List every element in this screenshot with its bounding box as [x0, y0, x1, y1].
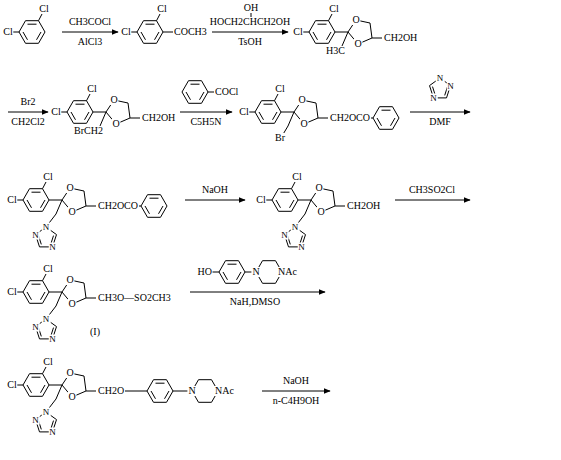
phenol-piperazine [210, 261, 282, 284]
reagent-label: HOCH2CHCH2OH [209, 17, 292, 27]
mesylate [17, 274, 96, 339]
triazole-benzoate [17, 182, 167, 247]
atom-label: NAc [277, 267, 298, 277]
atom-label: Cl [42, 357, 53, 367]
atom-label: Cl [42, 264, 53, 274]
compound-number: (I) [89, 327, 101, 337]
atom-label: O [65, 183, 74, 193]
benzoate [249, 94, 399, 136]
atom-label: CH2OCO [329, 113, 371, 123]
atom-label: O [67, 299, 76, 309]
atom-label: Cl [6, 287, 17, 297]
atom-label: CH2OH [346, 201, 381, 211]
atom-label: CH2OCO [97, 201, 139, 211]
reagent-label: Br2 [20, 97, 37, 107]
atom-label: N [251, 267, 260, 277]
atom-label: CH2OH [383, 33, 418, 43]
atom-label: O [299, 119, 308, 129]
reagent-label: NaOH [201, 185, 229, 195]
atom-label: COCH3 [173, 27, 208, 37]
atom-label: N [48, 427, 57, 436]
atom-label: Cl [86, 84, 97, 94]
atom-label: Cl [50, 107, 61, 117]
atom-label: Cl [6, 195, 17, 205]
atom-label: O [65, 368, 74, 378]
atom-label: Cl [120, 27, 131, 37]
atom-label: N [48, 242, 57, 251]
bromo-ketal [61, 94, 140, 126]
reagent-label: CH3COCl [68, 17, 112, 27]
reaction-arrows [8, 32, 470, 391]
atom-label: Cl [274, 84, 285, 94]
atom-label: CH2OH [141, 113, 176, 123]
ketal [303, 14, 382, 46]
product [17, 367, 218, 432]
reagent-label: NaOH [282, 376, 310, 386]
reagent-label: COCl [214, 87, 239, 97]
atom-label: O [316, 207, 325, 217]
reagent-label: NaH,DMSO [229, 297, 281, 307]
atom-label: N [31, 230, 40, 239]
atom-label: Cl [6, 380, 17, 390]
atom-label: Cl [38, 4, 49, 14]
atom-label: O [67, 207, 76, 217]
atom-label: N [42, 223, 51, 232]
atom-label: Cl [42, 172, 53, 182]
atom-label: N [291, 223, 300, 232]
atom-label: N [31, 415, 40, 424]
atom-label: Cl [291, 172, 302, 182]
reagent-label: CH3SO2Cl [408, 185, 456, 195]
atom-label: O [314, 183, 323, 193]
atom-label: CH2O [97, 386, 125, 396]
triazole-alcohol [266, 182, 345, 247]
atom-label: Cl [238, 107, 249, 117]
atom-label: O [109, 95, 118, 105]
reagent-label: CH2Cl2 [10, 117, 45, 127]
atom-label: O [111, 119, 120, 129]
atom-label: O [67, 392, 76, 402]
benzoyl-chloride [182, 81, 214, 104]
atom-label: NAc [214, 386, 235, 396]
atom-label: N [436, 74, 445, 83]
atom-label: Br [274, 133, 286, 143]
atom-label: Cl [292, 27, 303, 37]
reagent-label: AlCl3 [77, 37, 103, 47]
atom-label: N [42, 408, 51, 417]
atom-label: Cl [328, 4, 339, 14]
atom-label: Cl [2, 27, 13, 37]
atom-label: HO [197, 267, 213, 277]
atom-label: BrCH2 [73, 126, 104, 136]
atom-label: CH3O—SO2CH3 [97, 293, 172, 303]
atom-label: N [48, 334, 57, 343]
reagent-label: C5H5N [189, 117, 222, 127]
atom-label: N [446, 81, 455, 90]
dichlorobenzene [13, 14, 45, 43]
atom-label: Cl [255, 195, 266, 205]
atom-label: O [297, 95, 306, 105]
atom-label: H3C [325, 46, 346, 56]
reagent-label: DMF [428, 117, 452, 127]
atom-label: N [280, 230, 289, 239]
acetophenone [131, 14, 173, 43]
atom-label: N [187, 386, 196, 396]
atom-label: N [31, 322, 40, 331]
atom-label: O [353, 39, 362, 49]
reagent-label: OH [243, 3, 259, 13]
atom-label: N [297, 242, 306, 251]
atom-label: N [429, 93, 438, 102]
atom-label: O [65, 275, 74, 285]
atom-label: N [42, 315, 51, 324]
reagent-label: TsOH [237, 37, 263, 47]
atom-label: Cl [156, 4, 167, 14]
atom-label: O [351, 15, 360, 25]
reagent-label: n-C4H9OH [272, 396, 321, 406]
